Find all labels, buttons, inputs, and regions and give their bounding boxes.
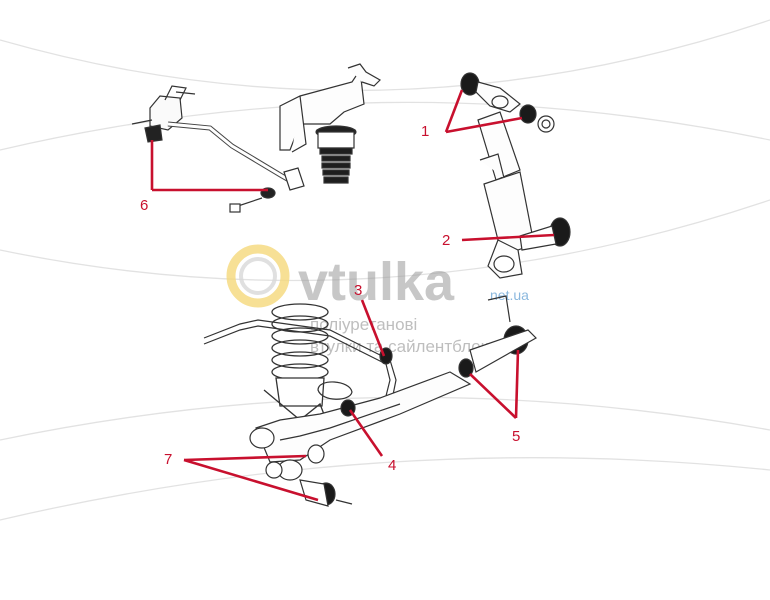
coil-spring xyxy=(263,303,331,431)
strut-top-mount xyxy=(279,63,381,184)
callout-number-6: 6 xyxy=(140,197,148,214)
watermark-brand: vtulka xyxy=(298,252,455,312)
watermark-tagline-2: втулки та сайлентблоки xyxy=(310,337,498,356)
callout-number-3: 3 xyxy=(354,282,362,299)
callout-number-1: 1 xyxy=(421,123,429,140)
callout-numbers: 1 2 3 4 5 6 7 xyxy=(140,123,520,474)
callout-2-line xyxy=(461,233,555,242)
callout-7-lines xyxy=(183,454,319,502)
lower-arm xyxy=(249,371,472,464)
callout-5-lines xyxy=(469,349,520,419)
callout-number-2: 2 xyxy=(442,232,450,249)
callout-6-lines xyxy=(150,140,268,192)
callout-number-4: 4 xyxy=(388,457,396,474)
stabilizer-bar-assembly xyxy=(131,85,305,213)
watermark-tagline-1: поліуретанові xyxy=(310,315,417,334)
callout-number-7: 7 xyxy=(164,451,172,468)
shock-absorber xyxy=(460,72,571,279)
callout-3-line xyxy=(360,299,386,357)
callouts xyxy=(150,89,555,502)
callout-4-line xyxy=(348,409,384,457)
bump-stop xyxy=(319,147,353,184)
watermark: vtulka net.ua поліуретанові втулки та са… xyxy=(226,244,529,356)
callout-1-lines xyxy=(444,89,523,134)
watermark-tld: net.ua xyxy=(490,287,529,303)
callout-number-5: 5 xyxy=(512,428,520,445)
background-arcs xyxy=(0,19,770,521)
lower-bushings xyxy=(265,295,537,507)
logo-ring-icon xyxy=(226,244,290,308)
